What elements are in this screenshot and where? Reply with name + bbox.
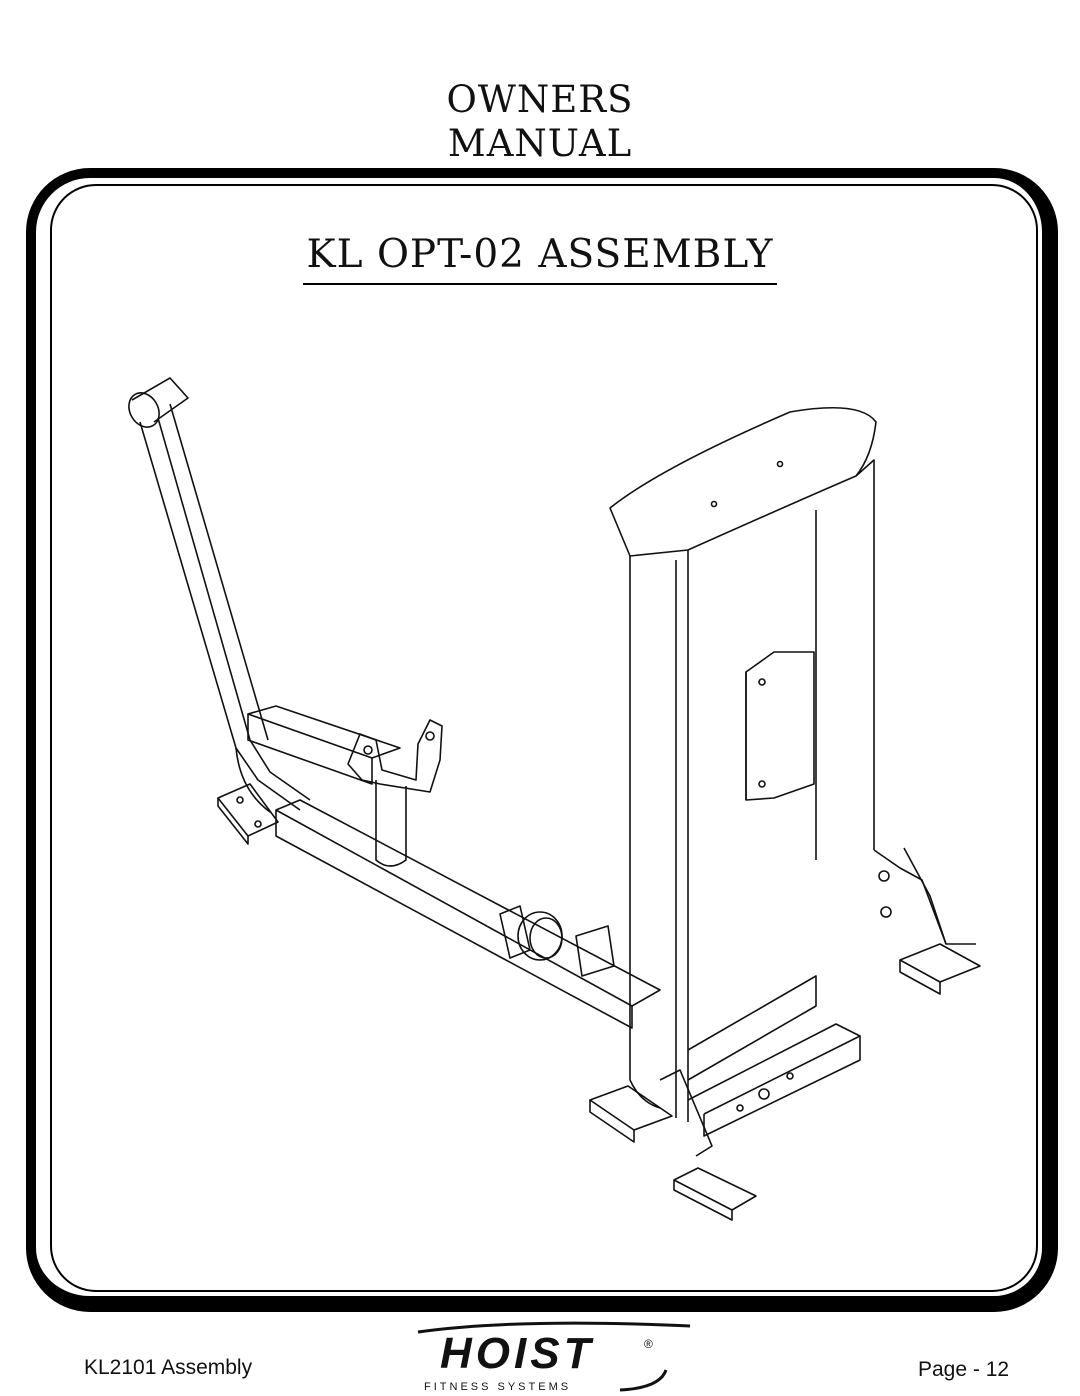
footer-page-number: Page - 12 xyxy=(918,1358,1010,1381)
footer-document-id: KL2101 Assembly xyxy=(84,1356,253,1379)
pulley xyxy=(499,905,615,977)
page-frame xyxy=(26,168,1058,1312)
logo-swoosh-bottom xyxy=(619,1369,668,1392)
box-beam xyxy=(247,705,661,1029)
logo-registered-mark: ® xyxy=(644,1337,653,1351)
column-bracket xyxy=(745,651,815,801)
upright-column xyxy=(609,407,877,1122)
assembly-line-drawing xyxy=(128,377,981,1221)
hoist-logo: HOIST ® FITNESS SYSTEMS xyxy=(417,1321,691,1393)
header-line-1: OWNERS xyxy=(446,78,634,121)
lever-arm xyxy=(128,377,311,813)
base-foot-left xyxy=(589,1069,757,1221)
seat-bracket xyxy=(347,719,443,867)
page-frame-inner-border xyxy=(50,184,1038,1292)
base-foot-right xyxy=(873,847,981,995)
assembly-title-text: KL OPT-02 ASSEMBLY xyxy=(302,232,778,285)
assembly-title: KL OPT-02 ASSEMBLY xyxy=(0,232,1080,285)
header-line-2: MANUAL xyxy=(447,122,633,165)
document-header: OWNERS MANUAL xyxy=(0,78,1080,166)
base-frame xyxy=(687,975,861,1137)
logo-tagline: FITNESS SYSTEMS xyxy=(424,1381,571,1393)
logo-brand-text: HOIST xyxy=(440,1329,594,1378)
lever-foot-plate xyxy=(217,783,279,845)
logo-swoosh-top xyxy=(417,1321,691,1334)
